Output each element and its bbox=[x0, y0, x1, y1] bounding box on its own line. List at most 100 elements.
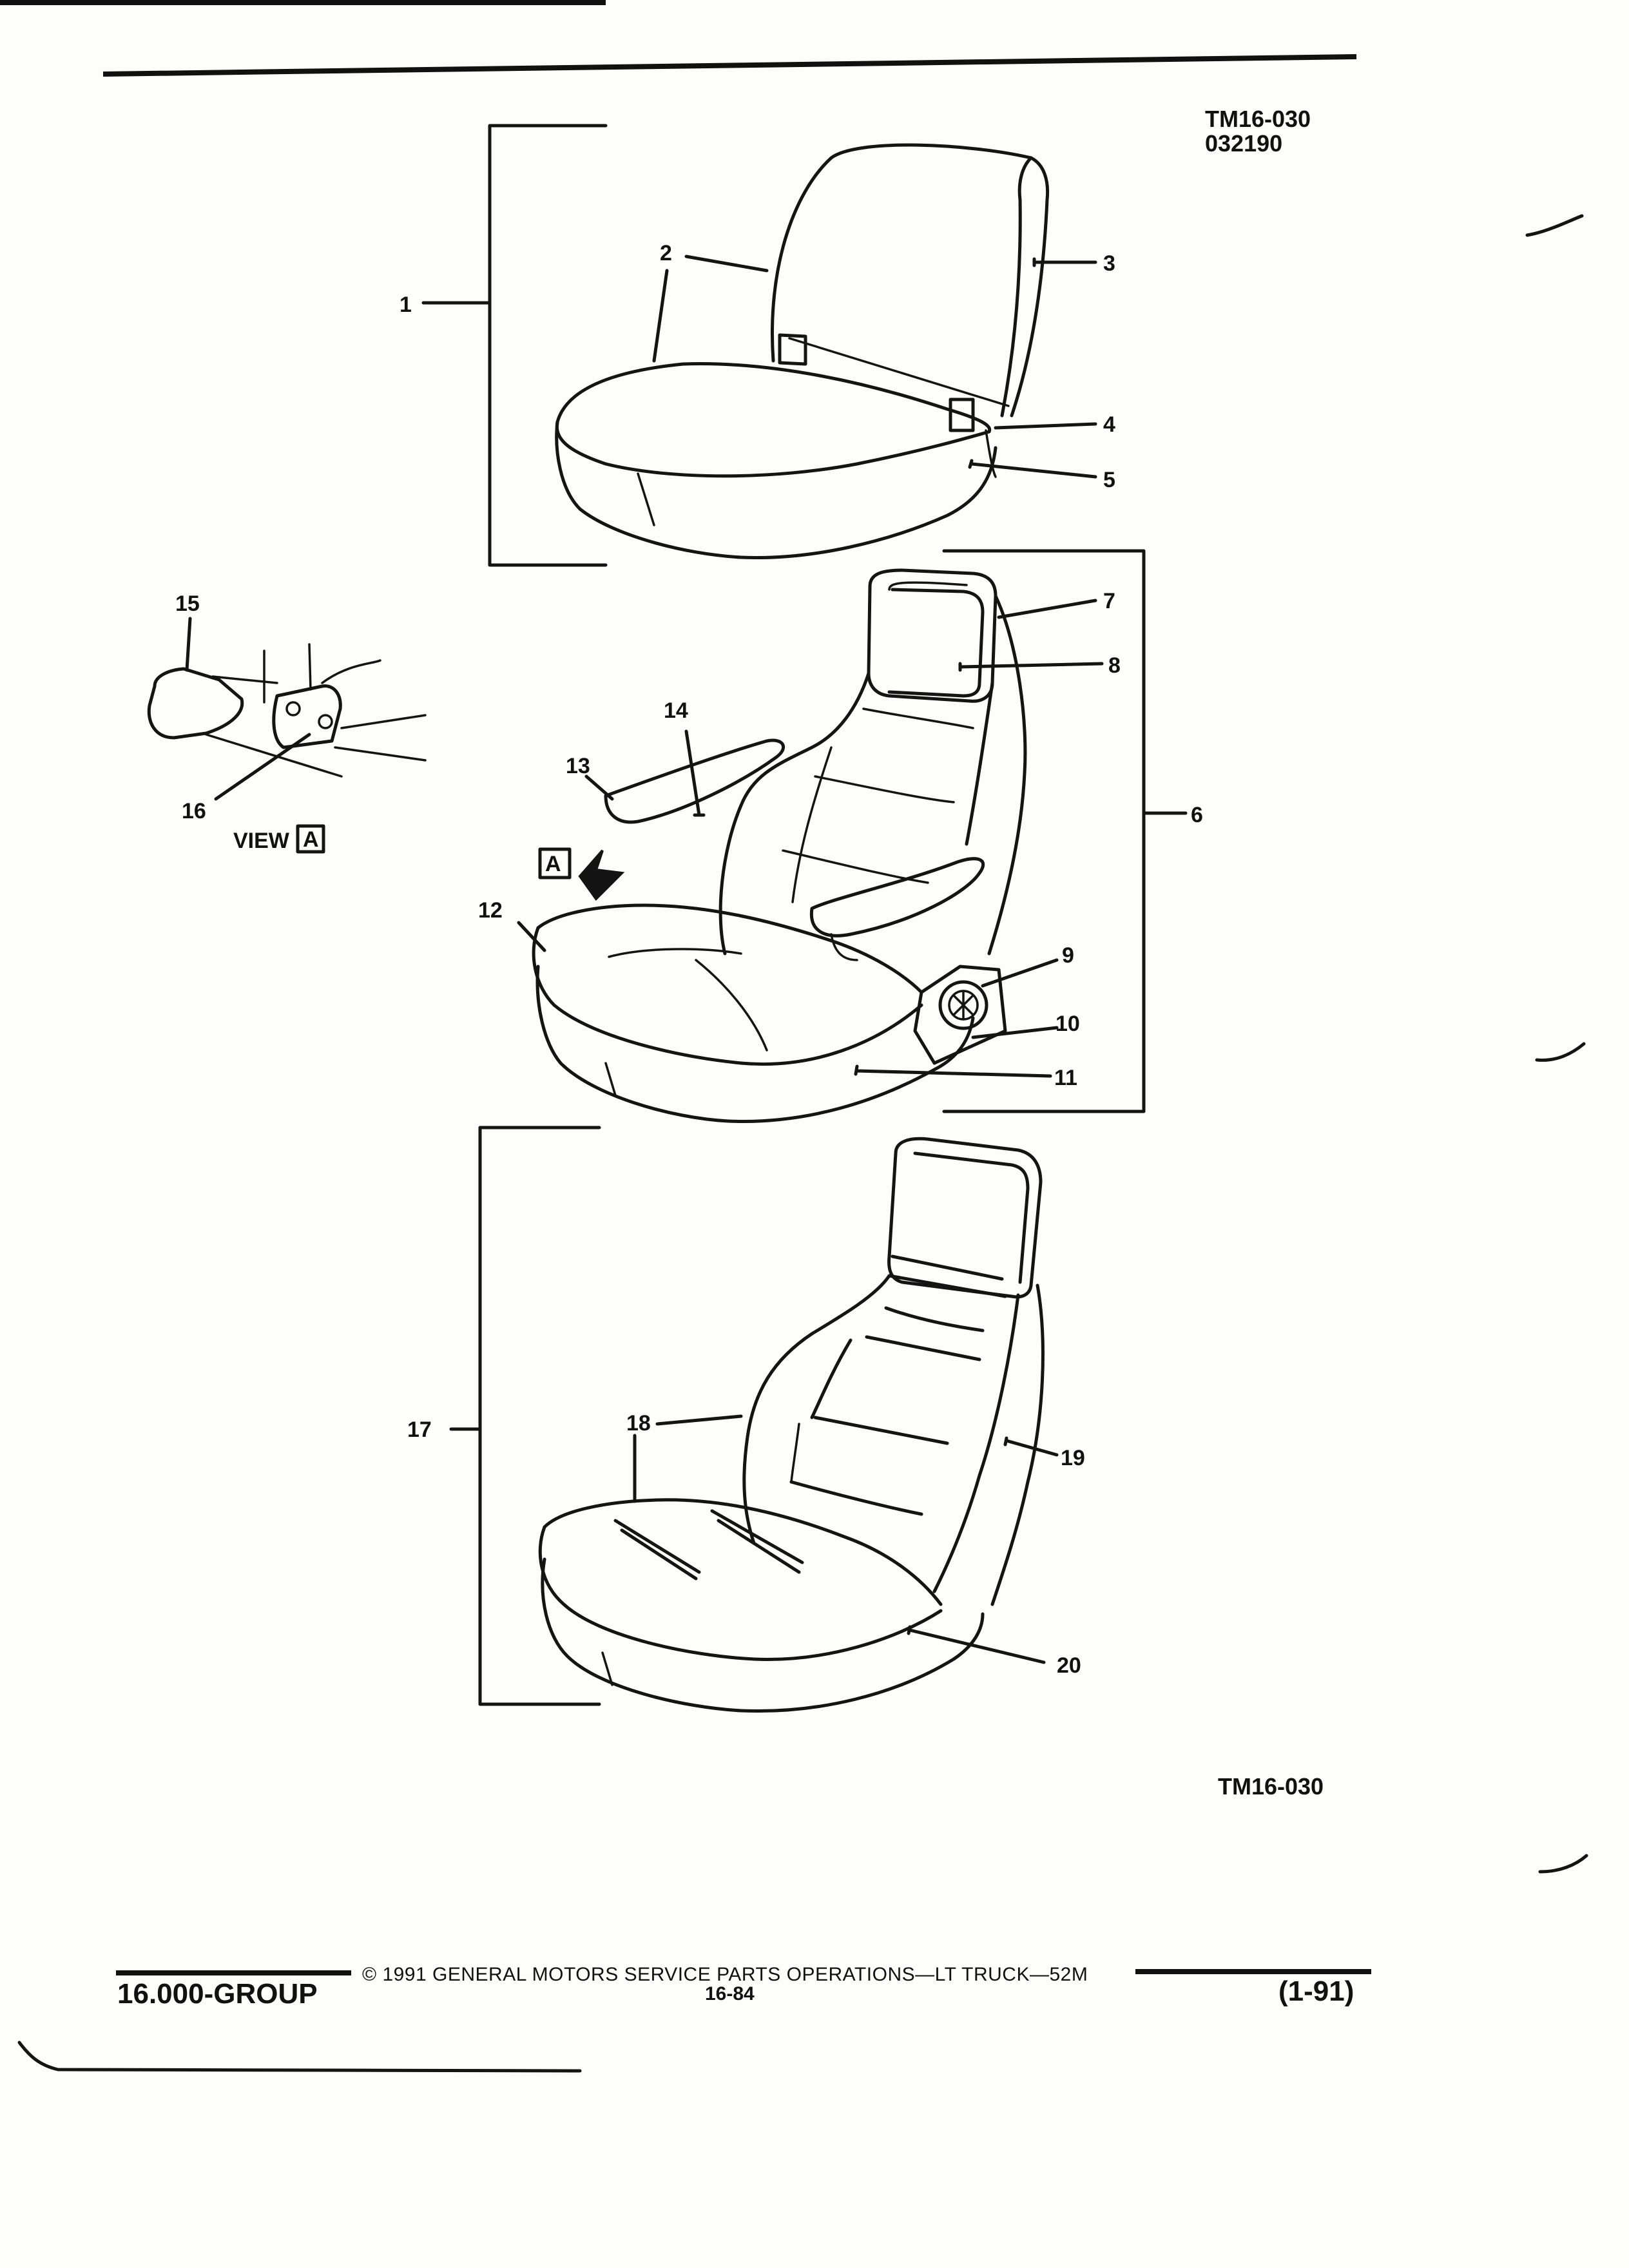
seat2-headrest-face bbox=[887, 588, 985, 698]
seat1-guide-left bbox=[778, 333, 807, 366]
header-rule bbox=[102, 54, 1357, 77]
view-label: VIEW bbox=[233, 829, 290, 853]
seat2-backrest-right bbox=[987, 594, 1027, 956]
seat3-panel-low-seam bbox=[789, 1480, 923, 1516]
leader-2a bbox=[684, 255, 769, 273]
leader-16 bbox=[214, 733, 311, 801]
callout-16: 16 bbox=[182, 799, 206, 823]
callout-7: 7 bbox=[1103, 589, 1115, 613]
seat1-side-trim bbox=[985, 429, 997, 478]
seat3-panel-side bbox=[790, 1423, 800, 1483]
seat3-cushion-front bbox=[538, 1525, 943, 1661]
seat3-backrest-right bbox=[990, 1283, 1045, 1606]
callout-2: 2 bbox=[660, 241, 672, 265]
seat3-panel-mid-seam bbox=[813, 1416, 949, 1445]
callout-15: 15 bbox=[175, 591, 200, 616]
bracket-1 bbox=[488, 124, 608, 567]
view-a-bolt-1 bbox=[285, 701, 301, 716]
seat1-backrest-edge bbox=[1000, 156, 1033, 418]
seat2-side-panel bbox=[913, 965, 1007, 1065]
view-a-detail bbox=[147, 617, 427, 854]
callout-9: 9 bbox=[1062, 943, 1074, 968]
seat2-armrest-support bbox=[830, 933, 858, 961]
callout-1: 1 bbox=[400, 293, 412, 317]
seat3-headrest bbox=[887, 1137, 1043, 1299]
view-a-cover bbox=[147, 667, 244, 740]
seat1-cushion-front bbox=[555, 420, 991, 478]
seat2-backrest-left bbox=[718, 671, 871, 956]
seat2-cushion-seam-a bbox=[608, 948, 742, 958]
figure-code-bottom: TM16-030 bbox=[1218, 1773, 1324, 1800]
seat3-cushion-welt-a bbox=[613, 1519, 701, 1581]
leader-18a bbox=[655, 1414, 743, 1426]
seat3-backrest-left bbox=[742, 1274, 891, 1545]
seat3-panel-top-seam bbox=[865, 1335, 981, 1361]
bracket-6 bbox=[942, 549, 1146, 1113]
seat2-cushion-back bbox=[536, 903, 923, 994]
callout-20: 20 bbox=[1057, 1653, 1081, 1678]
seat2-panel-low bbox=[782, 849, 929, 884]
leader-15 bbox=[185, 617, 192, 672]
figure-code: TM16-030 bbox=[1205, 106, 1311, 132]
bracket-17 bbox=[478, 1126, 601, 1706]
seat2-cushion-seam-b bbox=[695, 959, 768, 1052]
bottom-edge-mark bbox=[17, 2041, 582, 2073]
seat2-cushion-front bbox=[532, 926, 923, 1066]
seat1-backrest-base bbox=[788, 337, 1010, 407]
leader-7 bbox=[997, 599, 1097, 619]
edge-mark-1 bbox=[1525, 214, 1584, 237]
seat3-headrest-face bbox=[913, 1151, 1030, 1284]
callout-18: 18 bbox=[626, 1411, 651, 1436]
callout-10: 10 bbox=[1055, 1012, 1080, 1036]
leader-8 bbox=[958, 662, 1104, 672]
callout-5: 5 bbox=[1103, 468, 1115, 492]
seat2-recliner-knob bbox=[938, 980, 988, 1030]
seat2-recliner-knob-ribs bbox=[952, 990, 974, 1021]
leader-19 bbox=[1003, 1436, 1059, 1457]
seat2-cushion-seam-c bbox=[604, 1062, 617, 1097]
seat2-headrest bbox=[867, 568, 998, 703]
header-codes: TM16-030 032190 bbox=[1205, 107, 1311, 156]
view-a-line-b bbox=[205, 733, 343, 778]
seat3-panel-top bbox=[884, 1306, 985, 1332]
seat1-guide-right bbox=[949, 398, 975, 432]
leader-5 bbox=[968, 459, 1097, 479]
seat1-seam bbox=[637, 472, 655, 526]
leader-2b bbox=[652, 269, 669, 363]
footer-page-number: 16-84 bbox=[705, 1983, 755, 2004]
seat1-cushion-side bbox=[555, 420, 998, 560]
footer-copyright: © 1991 GENERAL MOTORS SERVICE PARTS OPER… bbox=[362, 1964, 1088, 1985]
seat2-panel-mid bbox=[814, 775, 955, 803]
edge-mark-3 bbox=[1538, 1854, 1588, 1874]
arrow-label-letter: A bbox=[545, 852, 561, 876]
view-a-letter-box bbox=[296, 824, 325, 854]
seat1-cushion-top bbox=[555, 362, 992, 434]
leader-12 bbox=[517, 921, 546, 952]
callout-19: 19 bbox=[1061, 1446, 1085, 1470]
seat2-backrest-bolster bbox=[965, 681, 994, 846]
footer-date: (1-91) bbox=[1278, 1975, 1354, 2007]
seat2-headrest-rim bbox=[888, 581, 968, 591]
leader-14 bbox=[684, 729, 706, 817]
arrow-letter-box bbox=[538, 847, 572, 879]
view-a-bracket bbox=[272, 684, 342, 749]
view-a-line-e bbox=[334, 714, 427, 762]
leader-20 bbox=[907, 1625, 1046, 1664]
callout-3: 3 bbox=[1103, 251, 1115, 276]
view-a-bolt-2 bbox=[318, 714, 333, 729]
seat3-cushion-back bbox=[543, 1498, 943, 1606]
edge-mark-2 bbox=[1535, 1042, 1586, 1062]
view-a-line-d bbox=[321, 659, 381, 684]
seat3-cushion-seam bbox=[601, 1651, 613, 1686]
view-a-line-c bbox=[263, 643, 312, 704]
seat3-backrest-bolster bbox=[932, 1293, 1020, 1593]
callout-14: 14 bbox=[664, 698, 688, 723]
seat2-armrest-right bbox=[809, 857, 985, 937]
callout-17: 17 bbox=[407, 1418, 432, 1442]
seat3-headrest-base bbox=[887, 1254, 1007, 1298]
callout-4: 4 bbox=[1103, 412, 1115, 437]
seat2-panel-left bbox=[791, 746, 833, 903]
seat3-cushion-welt-b bbox=[710, 1509, 804, 1574]
